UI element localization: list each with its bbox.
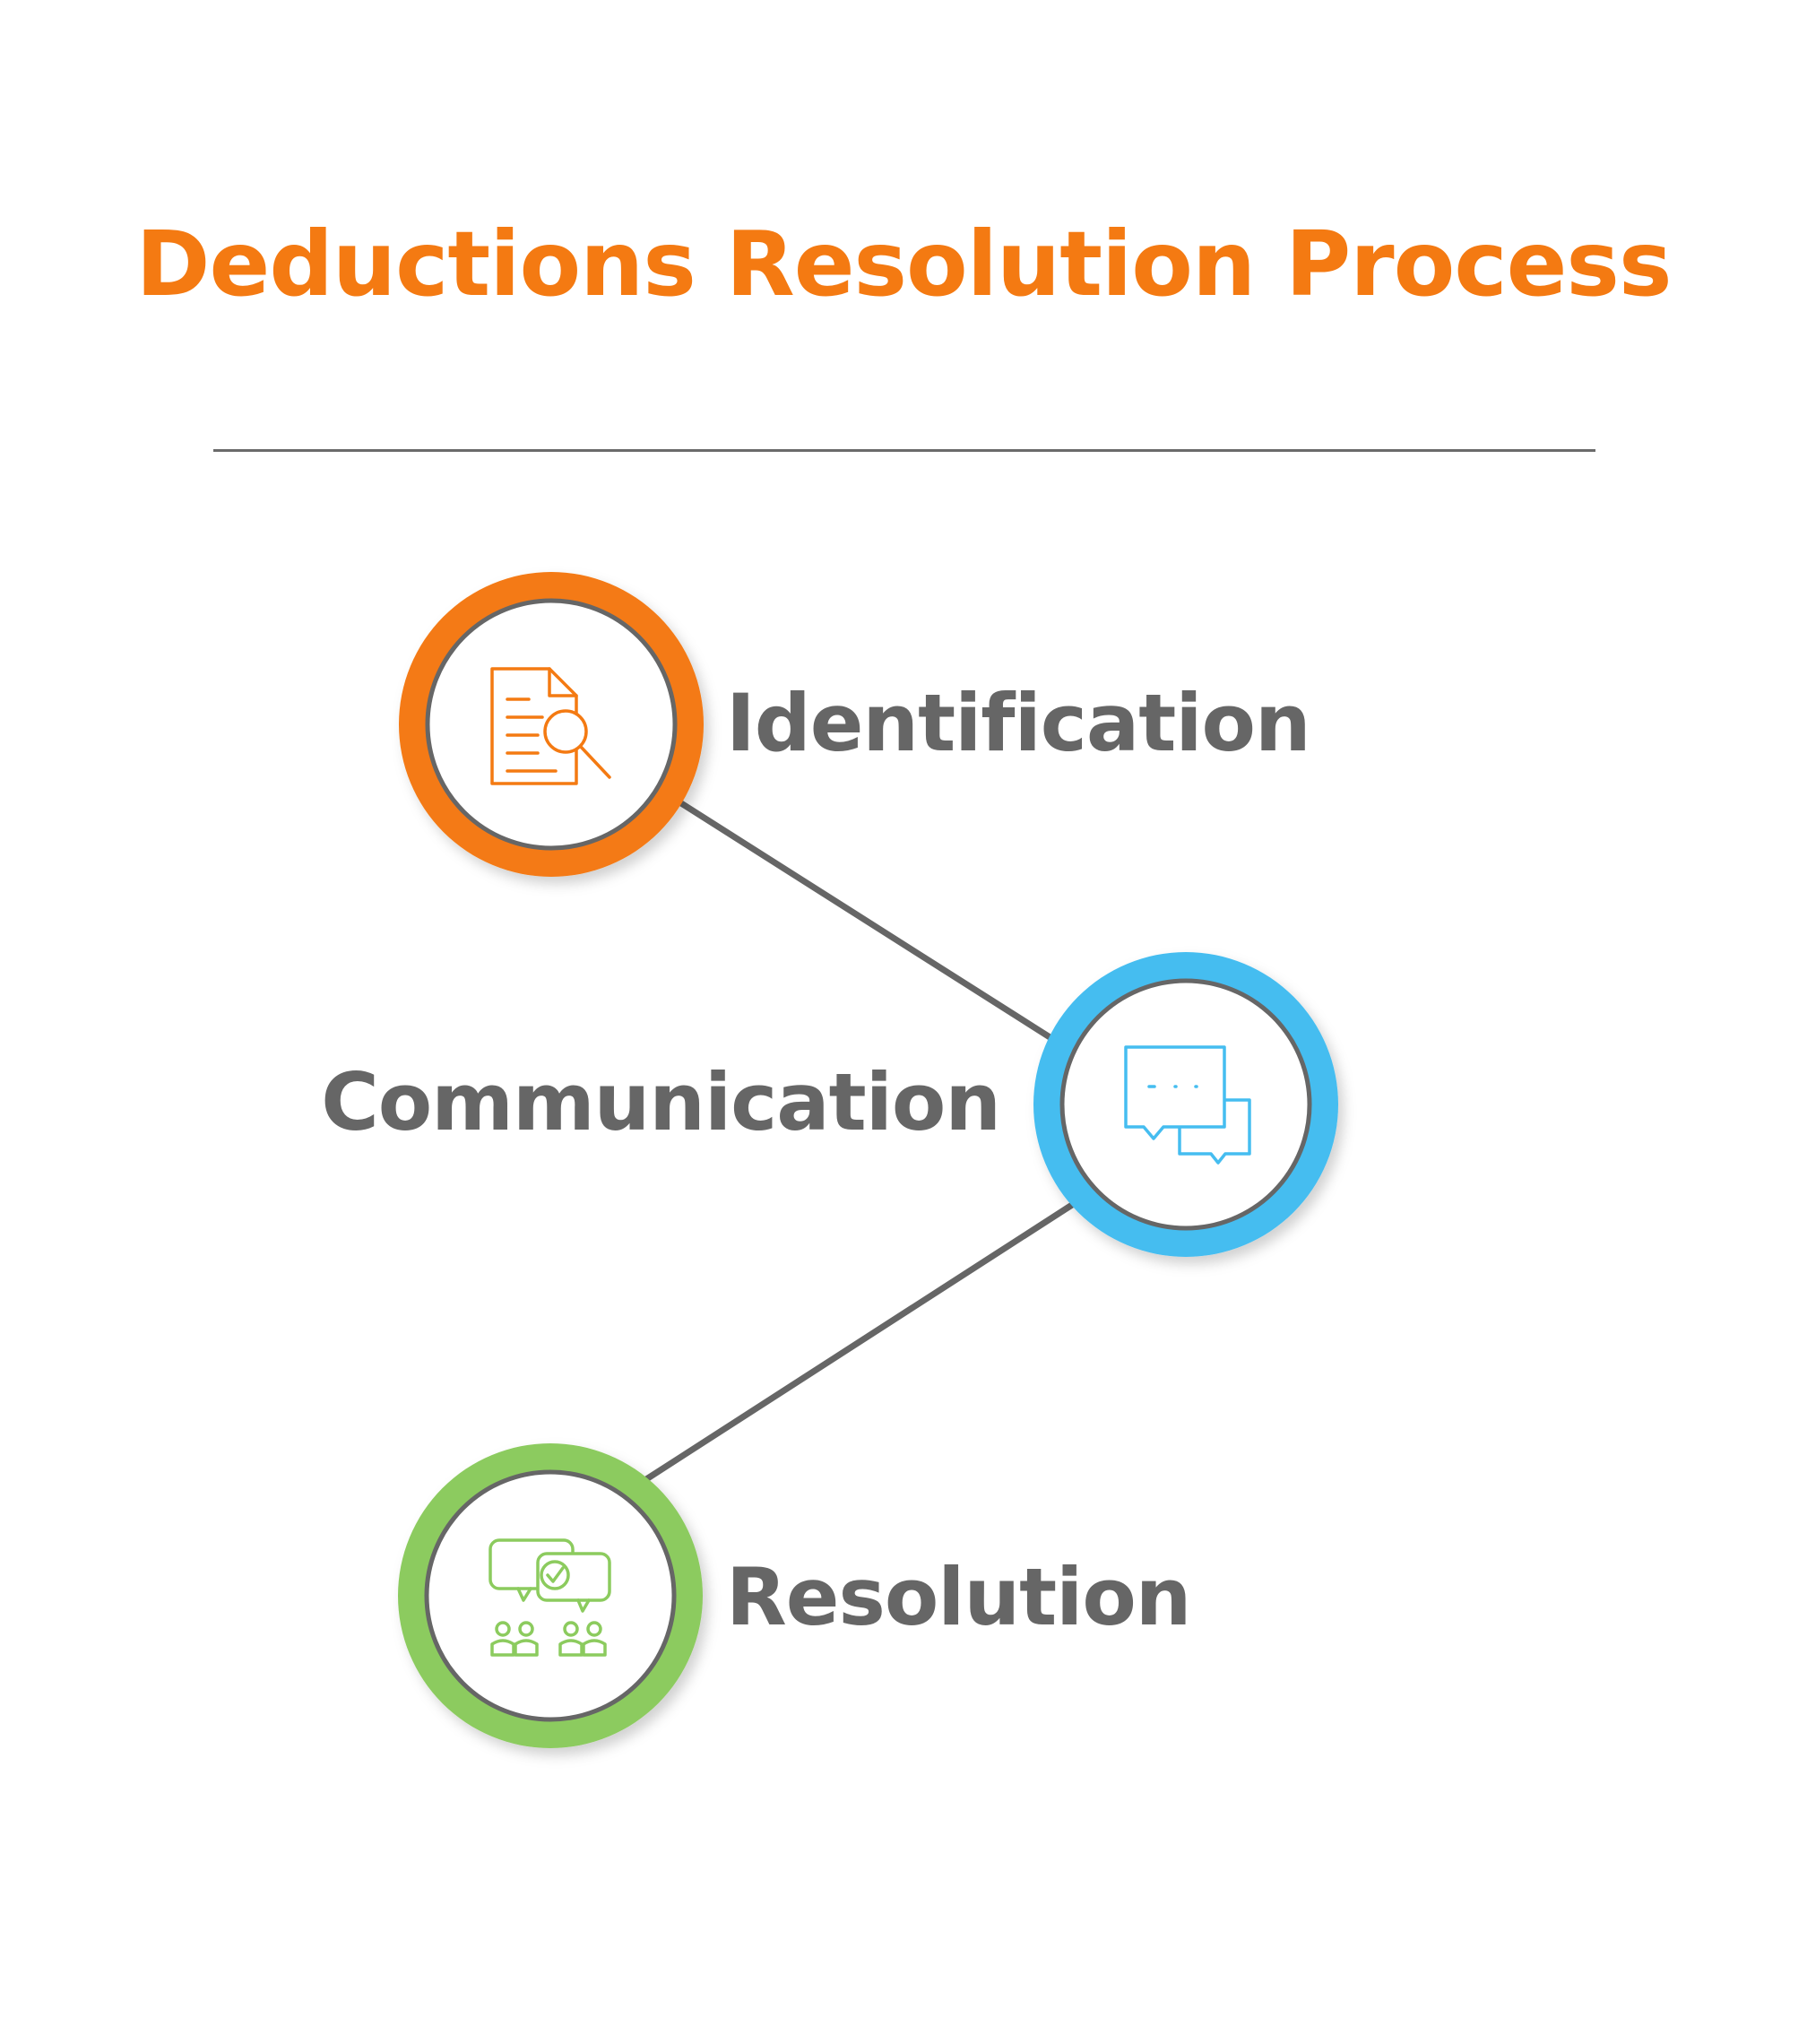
step-resolution [398, 1443, 703, 1748]
step-label-communication: Communication [321, 1056, 1001, 1148]
step-label-resolution: Resolution [726, 1551, 1191, 1643]
connector-2-3 [640, 1201, 1076, 1485]
step-communication [1033, 952, 1338, 1257]
connector-1-2 [678, 800, 1058, 1044]
title-divider [213, 449, 1595, 452]
page-title: Deductions Resolution Process [135, 212, 1673, 316]
team-agreement-icon [488, 1538, 611, 1657]
step-identification [399, 572, 704, 877]
chat-bubbles-icon [1124, 1045, 1251, 1165]
document-search-icon [490, 667, 611, 785]
step-label-identification: Identification [726, 677, 1311, 769]
